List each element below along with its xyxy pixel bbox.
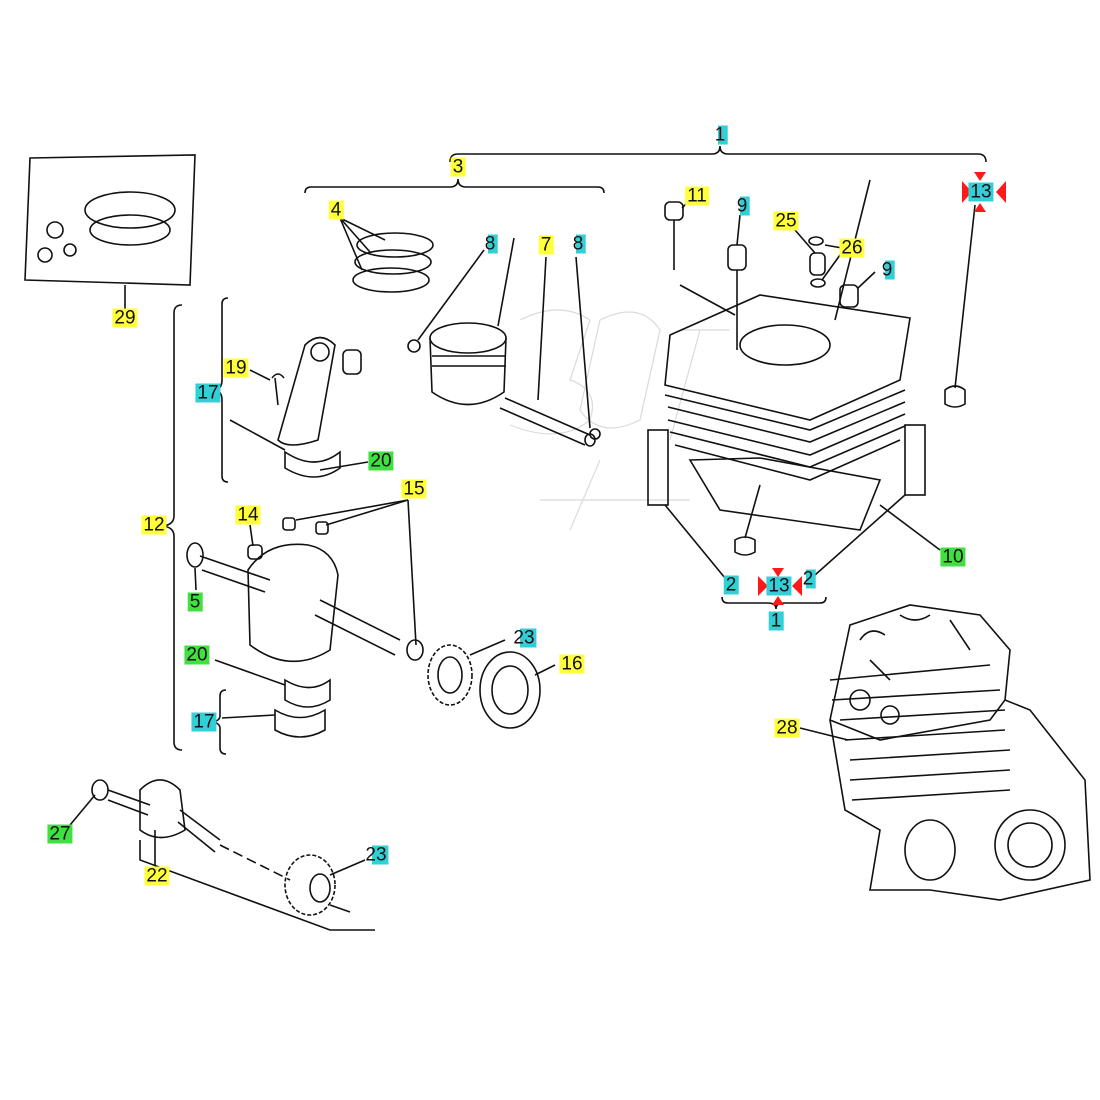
callout-9[interactable]: 9 [879,259,895,281]
callout-13[interactable]: 13 [968,181,994,203]
marker-arrow-icon [974,172,986,181]
bearing-shells [214,659,331,738]
marker-arrow-icon [996,181,1006,203]
callout-8[interactable]: 8 [570,233,586,255]
piston [407,237,601,447]
callout-4[interactable]: 4 [328,199,344,221]
callout-16[interactable]: 16 [559,653,585,675]
callout-23[interactable]: 23 [511,627,537,649]
marker-arrow-icon [772,568,784,577]
callout-13[interactable]: 13 [766,575,792,597]
callout-17[interactable]: 17 [195,382,221,404]
engine-assembly [799,604,1091,901]
gear-bearing [427,639,556,729]
callout-9[interactable]: 9 [734,195,750,217]
connecting-rod [229,336,369,478]
crankshaft [186,499,424,663]
callout-20[interactable]: 20 [368,450,394,472]
callout-15[interactable]: 15 [401,478,427,500]
callout-23[interactable]: 23 [363,844,389,866]
callout-12[interactable]: 12 [141,514,167,536]
bracket-1-bottom [721,596,827,610]
callout-1[interactable]: 1 [768,610,784,632]
marker-arrow-icon [792,576,802,596]
bracket-1-top [449,145,987,163]
callout-1[interactable]: 1 [712,124,728,146]
callout-25[interactable]: 25 [773,210,799,232]
callout-11[interactable]: 11 [685,185,709,207]
callout-14[interactable]: 14 [235,504,261,526]
bracket-22 [139,840,375,931]
callout-17[interactable]: 17 [191,711,217,733]
callout-22[interactable]: 22 [144,865,170,887]
callout-29[interactable]: 29 [112,307,138,329]
bracket-3 [304,178,605,194]
callout-5[interactable]: 5 [187,591,203,613]
callout-2[interactable]: 2 [723,574,739,596]
gasket-kit-bag [24,154,196,310]
callout-26[interactable]: 26 [839,237,865,259]
callout-3[interactable]: 3 [450,156,466,178]
callout-8[interactable]: 8 [482,233,498,255]
balancer-shaft [69,779,366,916]
callout-27[interactable]: 27 [47,823,73,845]
callout-28[interactable]: 28 [774,717,800,739]
callout-10[interactable]: 10 [940,546,966,568]
piston-rings [339,217,434,293]
callout-19[interactable]: 19 [223,357,249,379]
callout-20[interactable]: 20 [184,644,210,666]
marker-arrow-icon [758,576,768,596]
callout-2[interactable]: 2 [800,568,816,590]
cylinder [647,179,976,579]
callout-7[interactable]: 7 [538,234,554,256]
marker-arrow-icon [772,596,784,605]
marker-arrow-icon [974,203,986,212]
marker-arrow-icon [962,181,972,203]
